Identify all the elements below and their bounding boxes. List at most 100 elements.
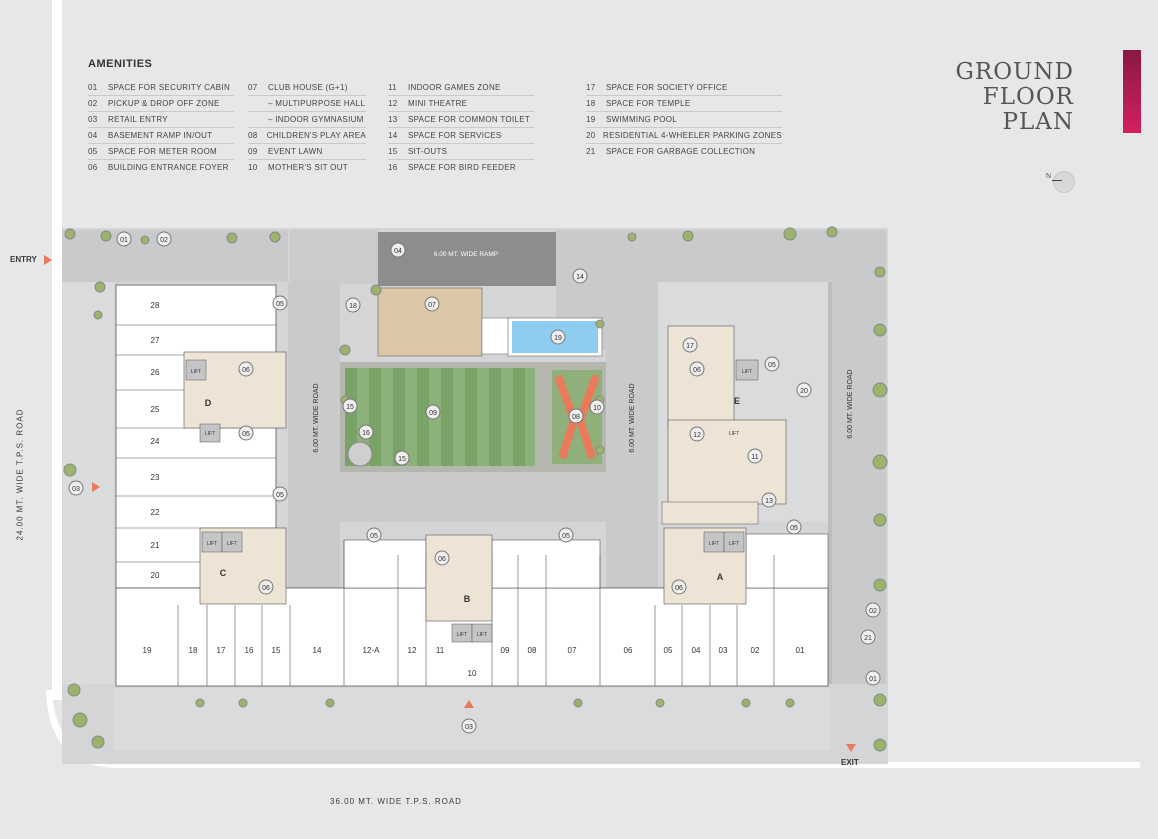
- shop-number: 09: [501, 646, 510, 655]
- shop-number: 05: [664, 646, 673, 655]
- retail-entry-arrow-icon: [92, 482, 100, 492]
- lift-label: LIFT: [729, 431, 739, 437]
- marker-17: 17: [686, 343, 694, 350]
- road-label-right: 6.00 MT. WIDE ROAD: [629, 383, 636, 452]
- north-compass-icon: [1053, 171, 1075, 193]
- internal-road-left: [288, 282, 340, 612]
- amenity-item: – MULTIPURPOSE HALL: [248, 96, 366, 112]
- parking-strip-top-right: [606, 230, 886, 282]
- shop-number: 18: [189, 646, 198, 655]
- shop-number: 10: [468, 669, 477, 678]
- shop-number: 23: [151, 473, 160, 482]
- plan-title-line: FLOOR: [982, 84, 1074, 110]
- marker-19: 19: [554, 335, 562, 342]
- lift-label: LIFT: [207, 541, 217, 547]
- lift-label: LIFT: [477, 632, 487, 638]
- shop-number: 12: [408, 646, 417, 655]
- marker-04: 04: [394, 248, 402, 255]
- marker-02: 02: [869, 608, 877, 615]
- marker-07: 07: [428, 302, 436, 309]
- shop-number: 28: [151, 301, 160, 310]
- lift-label: LIFT: [729, 541, 739, 547]
- marker-01: 01: [869, 676, 877, 683]
- mini-theatre-games: [667, 419, 787, 505]
- internal-road-right: [606, 282, 658, 612]
- shop-dividers-bottom: [177, 540, 775, 686]
- marker-20: 20: [800, 388, 808, 395]
- amenities-title: AMENITIES: [88, 58, 153, 70]
- basement-ramp: [378, 232, 556, 286]
- road-divider: [828, 282, 832, 684]
- road-label-west: 24.00 MT. WIDE T.P.S. ROAD: [15, 408, 25, 541]
- internal-road-middle: [340, 470, 606, 522]
- marker-15: 15: [398, 456, 406, 463]
- marker-06: 06: [242, 367, 250, 374]
- marker-14: 14: [576, 274, 584, 281]
- shop-number: 21: [151, 541, 160, 550]
- brand-accent-bar: [1123, 50, 1141, 133]
- north-label: N: [1046, 173, 1052, 180]
- shop-number: 06: [624, 646, 633, 655]
- road-tiles: [290, 230, 378, 284]
- marker-06: 06: [438, 556, 446, 563]
- exit-label: EXIT: [841, 758, 859, 767]
- marker-21: 21: [864, 635, 872, 642]
- lift-label: LIFT: [227, 541, 237, 547]
- common-toilet-area: [661, 501, 759, 525]
- shop-number: 17: [217, 646, 226, 655]
- shop-01-02-upper: [745, 533, 829, 589]
- shop-number: 20: [151, 571, 160, 580]
- marker-11: 11: [751, 454, 758, 461]
- parking-strip-top-left: [62, 230, 288, 282]
- exit-arrow-icon: [846, 744, 856, 752]
- entry-label: ENTRY: [10, 255, 37, 264]
- marker-09: 09: [429, 410, 437, 417]
- plan-title-line: PLAN: [1002, 109, 1074, 135]
- shop-number: 24: [151, 437, 160, 446]
- marker-05: 05: [790, 525, 798, 532]
- shop-number: 03: [719, 646, 728, 655]
- marker-02: 02: [160, 237, 168, 244]
- lift-label: LIFT: [742, 369, 752, 375]
- block-a-label: A: [717, 572, 724, 582]
- shop-number: 04: [692, 646, 701, 655]
- marker-05: 05: [276, 492, 284, 499]
- marker-03: 03: [72, 486, 80, 493]
- bird-feeder: [347, 441, 373, 467]
- shop-number: 02: [751, 646, 760, 655]
- lift-label: LIFT: [457, 632, 467, 638]
- marker-12: 12: [693, 432, 701, 439]
- marker-05: 05: [768, 362, 776, 369]
- block-d-label: D: [205, 398, 212, 408]
- marker-06: 06: [675, 585, 683, 592]
- lift-label: LIFT: [191, 369, 201, 375]
- entry-arrow-icon: [44, 255, 52, 265]
- shop-number: 26: [151, 368, 160, 377]
- shop-number: 16: [245, 646, 254, 655]
- block-b-label: B: [464, 594, 471, 604]
- shop-12a-upper: [343, 539, 427, 589]
- block-c-label: C: [220, 568, 227, 578]
- marker-16: 16: [362, 430, 370, 437]
- club-house-seating: [481, 317, 511, 355]
- marker-05: 05: [276, 301, 284, 308]
- shop-number: 08: [528, 646, 537, 655]
- marker-05: 05: [562, 533, 570, 540]
- marker-13: 13: [765, 498, 773, 505]
